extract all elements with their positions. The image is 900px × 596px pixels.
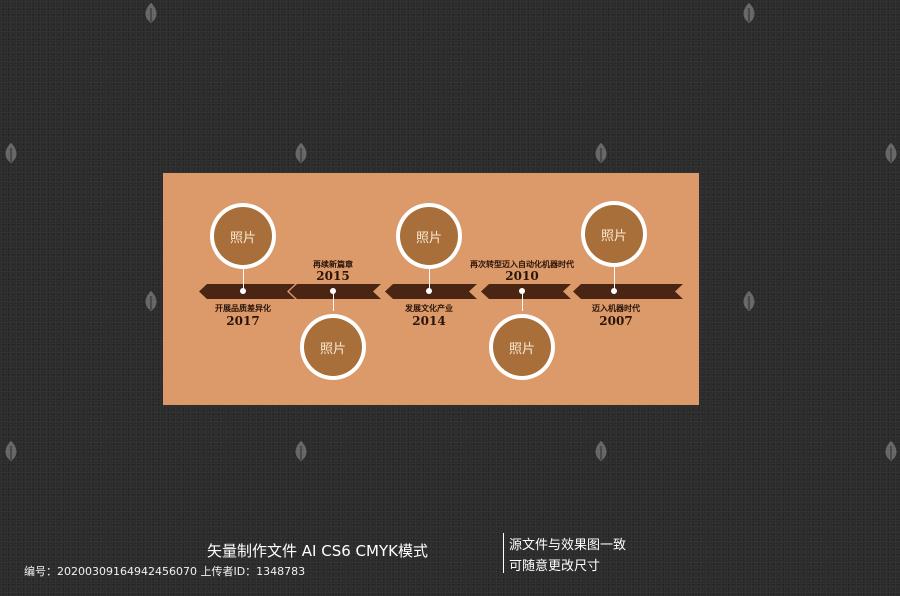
event-text: 迈入机器时代 xyxy=(592,303,640,313)
timeline-arrow-segment xyxy=(481,284,571,299)
watermark-leaf-icon xyxy=(0,140,22,166)
file-meta-info: 编号：20200309164942456070 上传者ID：1348783 xyxy=(24,565,306,578)
event-text: 再次转型迈入自动化机器时代 xyxy=(470,259,574,269)
photo-placeholder: 照片 xyxy=(489,314,555,380)
file-format-caption: 矢量制作文件 AI CS6 CMYK模式 xyxy=(207,542,428,560)
caption-side-line-2: 可随意更改尺寸 xyxy=(509,559,601,574)
caption-side-line-1: 源文件与效果图一致 xyxy=(509,538,627,553)
photo-placeholder: 照片 xyxy=(210,203,276,269)
photo-placeholder: 照片 xyxy=(396,203,462,269)
timeline-dot xyxy=(240,288,246,294)
photo-placeholder: 照片 xyxy=(581,201,647,267)
timeline-connector xyxy=(333,291,334,311)
event-year: 2007 xyxy=(599,314,633,328)
watermark-leaf-icon xyxy=(738,288,760,314)
timeline-dot xyxy=(426,288,432,294)
event-year: 2010 xyxy=(505,269,539,283)
timeline-connector xyxy=(522,291,523,311)
timeline-arrow-segment xyxy=(199,284,295,299)
watermark-leaf-icon xyxy=(0,438,22,464)
watermark-leaf-icon xyxy=(590,140,612,166)
watermark-leaf-icon xyxy=(590,438,612,464)
photo-label: 照片 xyxy=(304,318,362,376)
timeline-connector xyxy=(614,267,615,291)
watermark-leaf-icon xyxy=(880,140,900,166)
watermark-leaf-icon xyxy=(140,288,162,314)
timeline-arrow-segment xyxy=(573,284,683,299)
event-text: 再续新篇章 xyxy=(313,259,353,269)
watermark-leaf-icon xyxy=(738,0,760,26)
watermark-leaf-icon xyxy=(290,140,312,166)
event-year: 2017 xyxy=(226,314,260,328)
photo-label: 照片 xyxy=(400,207,458,265)
timeline-connector xyxy=(243,269,244,291)
event-text: 发展文化产业 xyxy=(405,303,453,313)
photo-label: 照片 xyxy=(493,318,551,376)
watermark-leaf-icon xyxy=(140,0,162,26)
watermark-leaf-icon xyxy=(290,438,312,464)
event-year: 2014 xyxy=(412,314,446,328)
caption-divider xyxy=(503,533,504,573)
timeline-dot xyxy=(611,288,617,294)
photo-label: 照片 xyxy=(214,207,272,265)
timeline-board: 照片 开展品质差异化 2017 再续新篇章 2015 照片 照片 发展文化产业 … xyxy=(163,173,699,405)
photo-label: 照片 xyxy=(585,205,643,263)
event-year: 2015 xyxy=(316,269,350,283)
photo-placeholder: 照片 xyxy=(300,314,366,380)
watermark-leaf-icon xyxy=(880,438,900,464)
timeline-connector xyxy=(429,269,430,291)
event-text: 开展品质差异化 xyxy=(215,303,271,313)
